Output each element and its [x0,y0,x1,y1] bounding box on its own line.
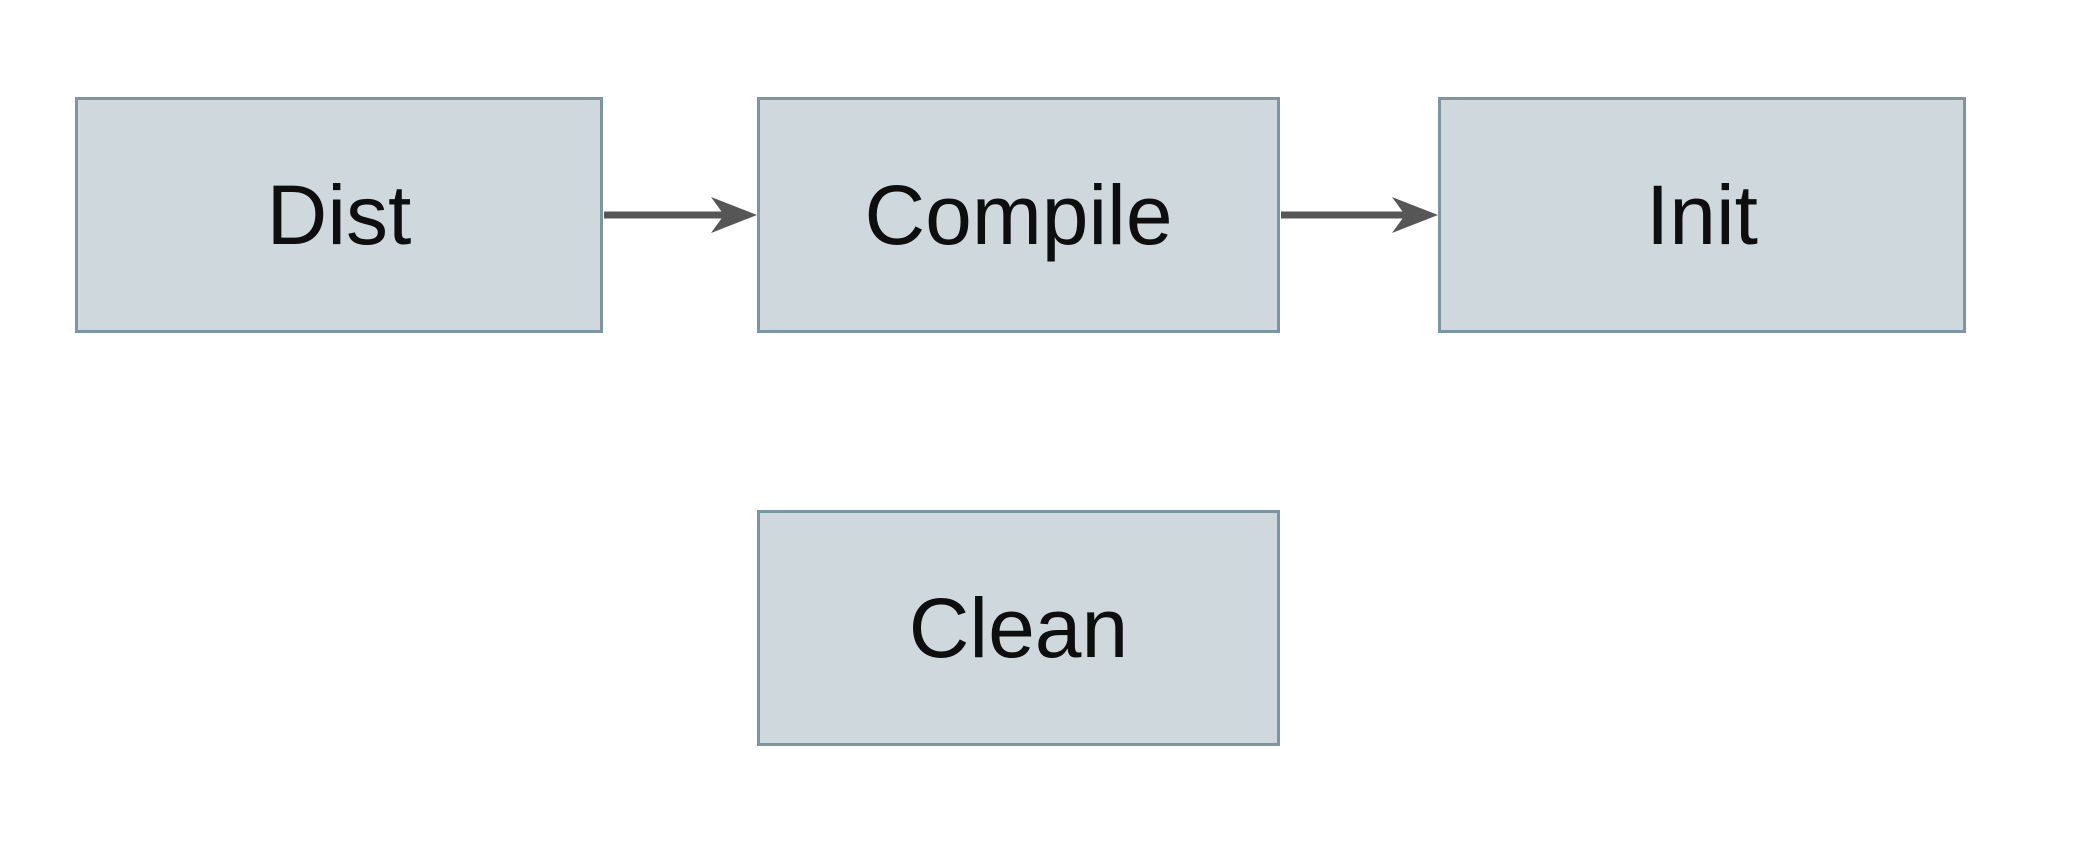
node-dist-label: Dist [266,167,412,262]
node-dist[interactable]: Dist [75,97,603,333]
node-compile-label: Compile [864,167,1173,262]
arrow-compile-to-init[interactable] [1281,197,1438,233]
node-compile[interactable]: Compile [757,97,1280,333]
node-init-label: Init [1645,167,1759,262]
node-clean[interactable]: Clean [757,510,1280,746]
node-clean-label: Clean [908,580,1129,675]
arrow-dist-to-compile[interactable] [604,197,757,233]
node-init[interactable]: Init [1438,97,1966,333]
